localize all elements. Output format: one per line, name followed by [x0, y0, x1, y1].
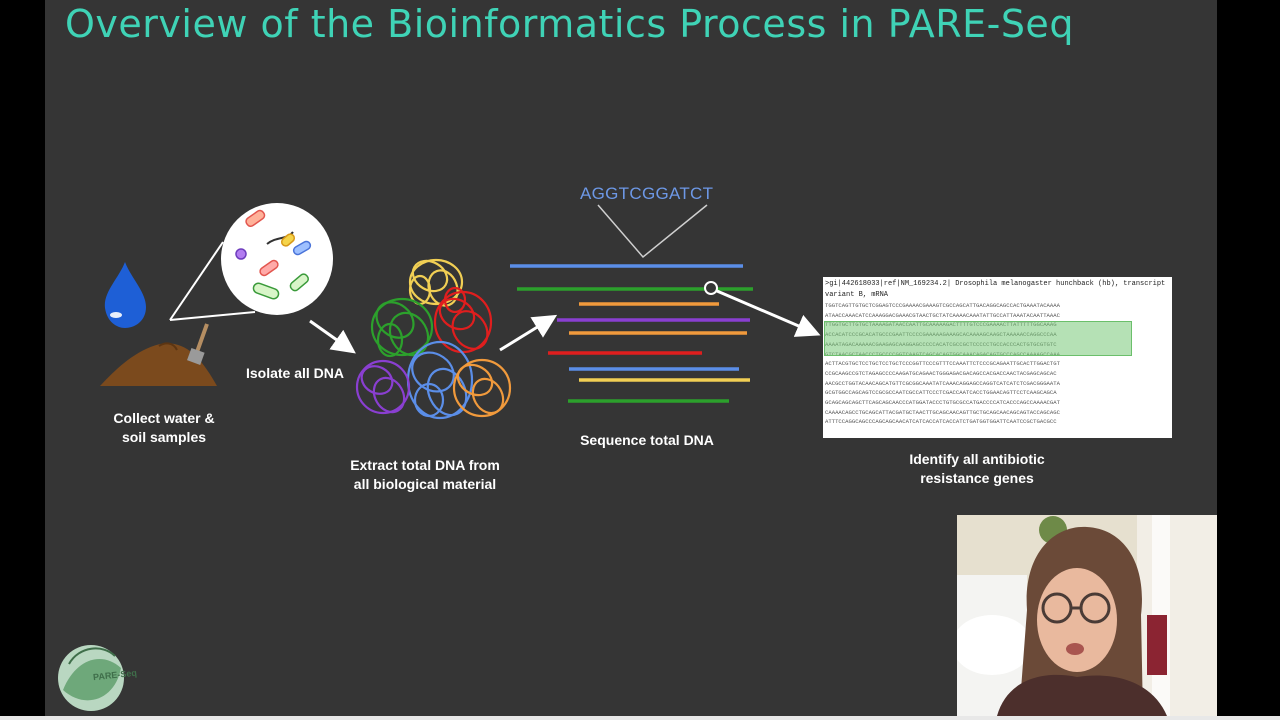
magnifier-callout — [169, 203, 333, 321]
read-caret — [597, 204, 708, 259]
sequence-read-text: AGGTCGGATCT — [580, 184, 714, 203]
step-sequence-label: Sequence total DNA — [580, 432, 714, 448]
bottom-bar — [0, 716, 1280, 720]
step-isolate-label: Isolate all DNA — [245, 365, 345, 381]
slide-title: Overview of the Bioinformatics Process i… — [65, 2, 1074, 46]
sequence-row: CAAAACAGCCTGCAGCATTACGATGCTAACTTGCAGCAAC… — [825, 408, 1060, 416]
sequence-row: ATTTCCAGGCAGCCCAGCAGCAACATCATCACCATCACCA… — [825, 418, 1057, 426]
sequence-row: GCAGCAGCAGCTTCAGCAGCAACCCATGGATACCCTGTGC… — [825, 399, 1060, 407]
highlighted-gene-region — [824, 321, 1132, 356]
step-identify-label: Identify all antibiotic resistance genes — [897, 450, 1057, 488]
pare-seq-logo — [58, 645, 124, 711]
dna-tangle-icon — [355, 258, 512, 420]
diagram-art — [58, 203, 821, 711]
sequence-row: TGGTCAGTTGTGCTCGGAGTCCCGAAAACGAAAGTCGCCA… — [825, 302, 1060, 309]
sequence-row: GCGTGGCCAGCAGTCCGCGCCAATCGCCATTCCCTCGACC… — [825, 389, 1057, 397]
genbank-header-line2: variant B, mRNA — [825, 291, 889, 299]
slide: Overview of the Bioinformatics Process i… — [45, 0, 1217, 716]
genbank-header-line1: >gi|442618033|ref|NM_169234.2| Drosophil… — [825, 280, 1166, 288]
read-marker — [704, 281, 718, 295]
presenter-video-frame — [957, 515, 1217, 716]
step-extract-label: Extract total DNA from all biological ma… — [340, 456, 510, 494]
step-collect-label: Collect water & soil samples — [100, 409, 228, 447]
presenter-webcam — [957, 515, 1217, 716]
soil-pile-icon — [100, 342, 217, 386]
genbank-header: >gi|442618033|ref|NM_169234.2| Drosophil… — [823, 277, 1172, 301]
step-extract-line1: Extract total DNA from — [350, 457, 500, 473]
sequence-row: AACGCCTGGTACAACAGCATGTTCGCGGCAAATATCAAAC… — [825, 379, 1060, 387]
water-drop-icon — [104, 262, 146, 328]
sequence-row: CCGCAAGCCGTCTAGAGCCCCAAGATGCAGAACTGGGAGA… — [825, 369, 1057, 377]
step-extract-line2: all biological material — [353, 476, 497, 492]
sequence-row: ACTTACGTGCTCCTGCTCCTGCTCCCGGTTCCCGTTTCCA… — [825, 360, 1060, 368]
step-collect-line1: Collect water & — [113, 410, 215, 426]
sequence-row: ATAACCAAACATCCAAAGGACGAAACGTAACTGCTATCAA… — [825, 311, 1060, 319]
step-identify-line2: resistance genes — [920, 470, 1034, 486]
sequence-rows: TGGTCAGTTGTGCTCGGAGTCCCGAAAACGAAAGTCGCCA… — [823, 301, 1172, 427]
arrow-1 — [309, 319, 356, 354]
arrow-2 — [499, 314, 558, 352]
genbank-sequence-panel: >gi|442618033|ref|NM_169234.2| Drosophil… — [823, 277, 1172, 438]
step-identify-line1: Identify all antibiotic — [909, 451, 1045, 467]
sequencing-reads — [510, 264, 753, 403]
arrow-3 — [716, 289, 821, 337]
step-collect-line2: soil samples — [121, 429, 207, 445]
shovel-icon — [187, 323, 209, 365]
